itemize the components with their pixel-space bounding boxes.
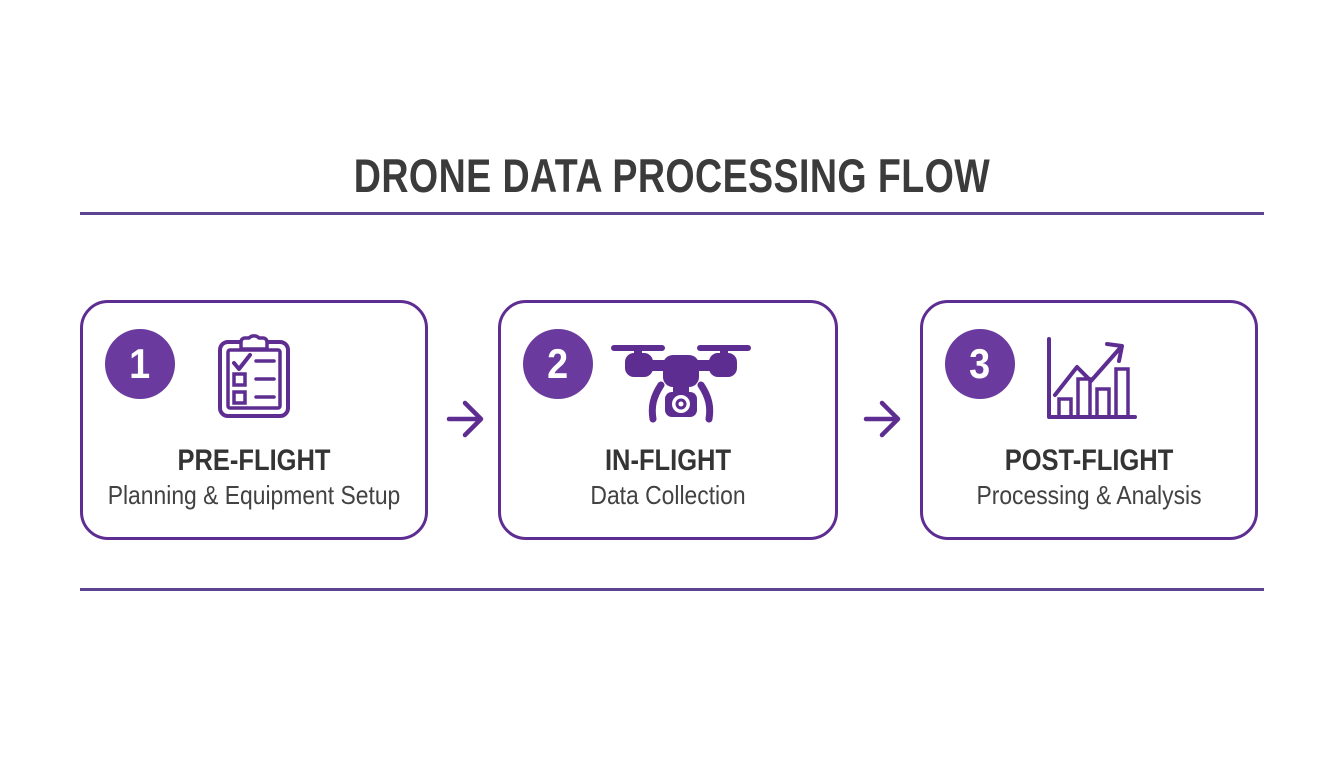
- step-subheading: Processing & Analysis: [976, 480, 1202, 510]
- step-number: 1: [129, 340, 151, 387]
- step-heading: POST-FLIGHT: [1004, 444, 1174, 477]
- step-3-badge: 3: [945, 329, 1015, 399]
- step-card-post-flight: 3 POST-FLIGHT Processing & Analysis: [920, 300, 1258, 540]
- step-card-in-flight: 2 IN-FLIGHT Data Collection: [498, 300, 838, 540]
- checklist-clipboard-icon: [214, 330, 294, 427]
- bar-chart-growth-icon: [1037, 335, 1141, 430]
- page-title: DRONE DATA PROCESSING FLOW: [353, 149, 991, 202]
- step-1-badge: 1: [105, 329, 175, 399]
- step-heading: IN-FLIGHT: [604, 444, 732, 477]
- flow-arrow-icon: [862, 396, 908, 447]
- step-subheading: Planning & Equipment Setup: [107, 480, 401, 510]
- bottom-divider: [80, 588, 1264, 591]
- step-card-pre-flight: 1 PRE-FLIGHT Planning & Equipment Setup: [80, 300, 428, 540]
- step-number: 2: [547, 340, 569, 387]
- step-2-badge: 2: [523, 329, 593, 399]
- top-divider: [80, 212, 1264, 215]
- step-subheading: Data Collection: [590, 480, 746, 510]
- step-number: 3: [969, 340, 991, 387]
- step-heading: PRE-FLIGHT: [177, 444, 331, 477]
- flow-arrow-icon: [445, 396, 491, 447]
- drone-icon: [611, 339, 752, 434]
